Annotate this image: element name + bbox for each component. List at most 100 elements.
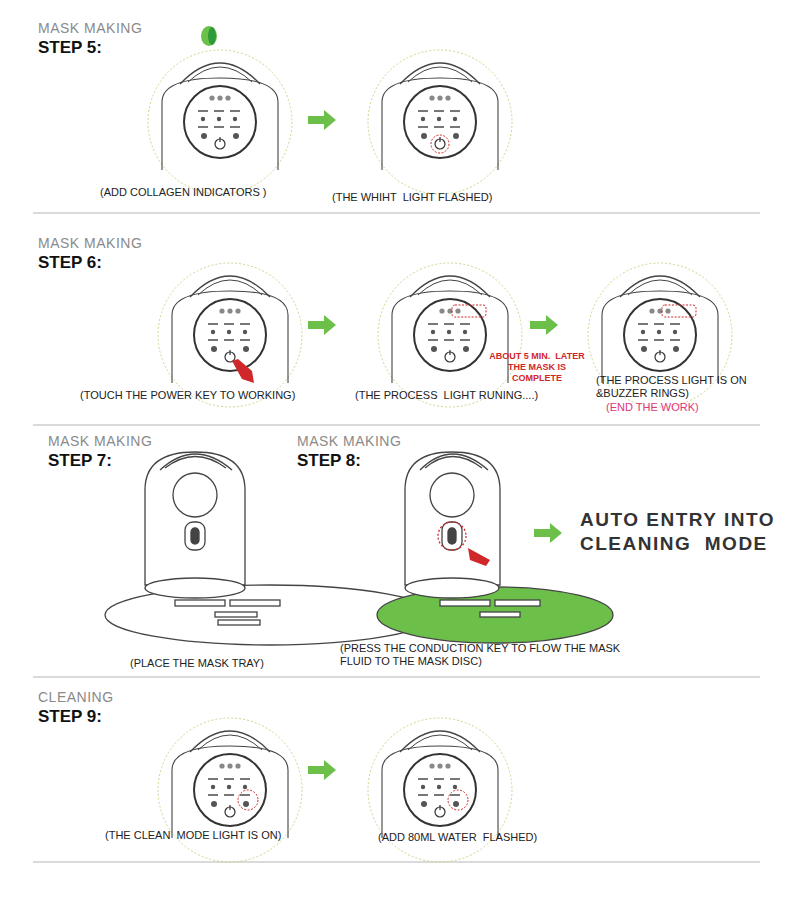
- device-stroke: [421, 801, 427, 807]
- device-stroke: [243, 801, 249, 807]
- device-stroke: [410, 276, 490, 297]
- device-stroke: [439, 308, 444, 313]
- device-stroke: [418, 110, 428, 112]
- device-stroke: [240, 794, 250, 796]
- device-stroke: [208, 794, 218, 796]
- section-heading: CLEANING: [38, 689, 114, 706]
- device-stroke: [450, 126, 460, 128]
- device-stroke: [194, 299, 266, 371]
- device-stroke: [378, 263, 522, 407]
- device-stroke: [602, 291, 718, 383]
- device-stroke: [453, 785, 457, 789]
- device-stroke: [190, 731, 270, 752]
- device-stroke: [214, 126, 224, 128]
- device-stroke: [434, 110, 444, 112]
- device-stroke: [198, 126, 208, 128]
- device-stroke: [190, 276, 270, 297]
- device-stroke: [404, 86, 476, 158]
- section-heading: MASK MAKING: [38, 235, 142, 252]
- device-stroke: [418, 126, 428, 128]
- device-stroke: [437, 95, 442, 100]
- device-stroke: [209, 95, 214, 100]
- device-stroke: [434, 778, 444, 780]
- device-stroke: [450, 794, 460, 796]
- device-stroke: [219, 763, 224, 768]
- caption: (THE PROCESS LIGHT RUNING....): [355, 389, 575, 402]
- device-stroke: [638, 339, 648, 341]
- device-stroke: [219, 308, 224, 313]
- device-stroke: [641, 330, 645, 334]
- device-stroke: [429, 95, 434, 100]
- device-stroke: [657, 330, 661, 334]
- step-number: STEP 9:: [38, 707, 102, 727]
- device-stroke: [418, 280, 482, 295]
- device-stroke: [235, 763, 240, 768]
- device-stroke: [673, 330, 677, 334]
- device-circle-view: [148, 50, 292, 194]
- device-stroke: [624, 299, 696, 371]
- end-note: (END THE WORK): [606, 401, 756, 414]
- device-stroke: [641, 346, 647, 352]
- section-heading: MASK MAKING: [48, 433, 152, 450]
- device-stroke: [404, 754, 476, 826]
- device-stroke: [463, 346, 469, 352]
- device-stroke: [158, 263, 302, 407]
- device-stroke: [450, 778, 460, 780]
- device-stroke: [229, 805, 230, 810]
- device-stroke: [670, 339, 680, 341]
- device-stroke: [201, 133, 207, 139]
- device-stroke: [654, 323, 664, 325]
- device-stroke: [211, 801, 217, 807]
- time-note: ABOUT 5 MIN. LATER THE MASK IS COMPLETE: [487, 351, 587, 383]
- device-stroke: [224, 323, 234, 325]
- device-stroke: [452, 305, 486, 317]
- device-stroke: [148, 50, 292, 194]
- mode-note: AUTO ENTRY INTO CLEANING MODE: [580, 508, 795, 556]
- device-stroke: [211, 330, 215, 334]
- device-stroke: [450, 110, 460, 112]
- device-stroke: [421, 785, 425, 789]
- device-stroke: [225, 95, 230, 100]
- device-stroke: [654, 339, 664, 341]
- device-stroke: [233, 133, 239, 139]
- caption: (ADD COLLAGEN INDICATORS ): [100, 186, 320, 199]
- device-stroke: [162, 78, 278, 170]
- device-stroke: [382, 78, 498, 170]
- device-stroke: [198, 110, 208, 112]
- caption: (ADD 80ML WATER FLASHED): [378, 831, 618, 844]
- caption: (PRESS THE CONDUCTION KEY TO FLOW THE MA…: [340, 642, 640, 668]
- green-arrow: [308, 760, 336, 780]
- device-stroke: [439, 805, 440, 810]
- device-views: [148, 50, 732, 862]
- device-stroke: [449, 350, 450, 355]
- device-stroke: [421, 133, 427, 139]
- section-heading: MASK MAKING: [297, 433, 401, 450]
- device-stroke: [180, 63, 260, 84]
- device-stroke: [638, 323, 648, 325]
- device-stroke: [224, 794, 234, 796]
- green-arrow: [308, 110, 336, 130]
- green-arrow: [308, 315, 336, 335]
- device-stroke: [428, 339, 438, 341]
- device-stroke: [198, 280, 262, 295]
- device-stroke: [211, 346, 217, 352]
- device-stroke: [434, 794, 444, 796]
- device-stroke: [227, 308, 232, 313]
- device-stroke: [198, 735, 262, 750]
- device-stroke: [418, 778, 428, 780]
- device-stroke: [418, 794, 428, 796]
- device-stroke: [224, 778, 234, 780]
- device-stroke: [428, 323, 438, 325]
- device-stroke: [673, 346, 679, 352]
- device-stroke: [172, 746, 288, 838]
- device-stroke: [670, 323, 680, 325]
- section-heading: MASK MAKING: [38, 20, 142, 37]
- device-stroke: [445, 95, 450, 100]
- device-stroke: [437, 785, 441, 789]
- device-stroke: [227, 785, 231, 789]
- device-stroke: [649, 308, 654, 313]
- device-stroke: [240, 323, 250, 325]
- device-stroke: [400, 63, 480, 84]
- collagen-dot: [201, 26, 217, 46]
